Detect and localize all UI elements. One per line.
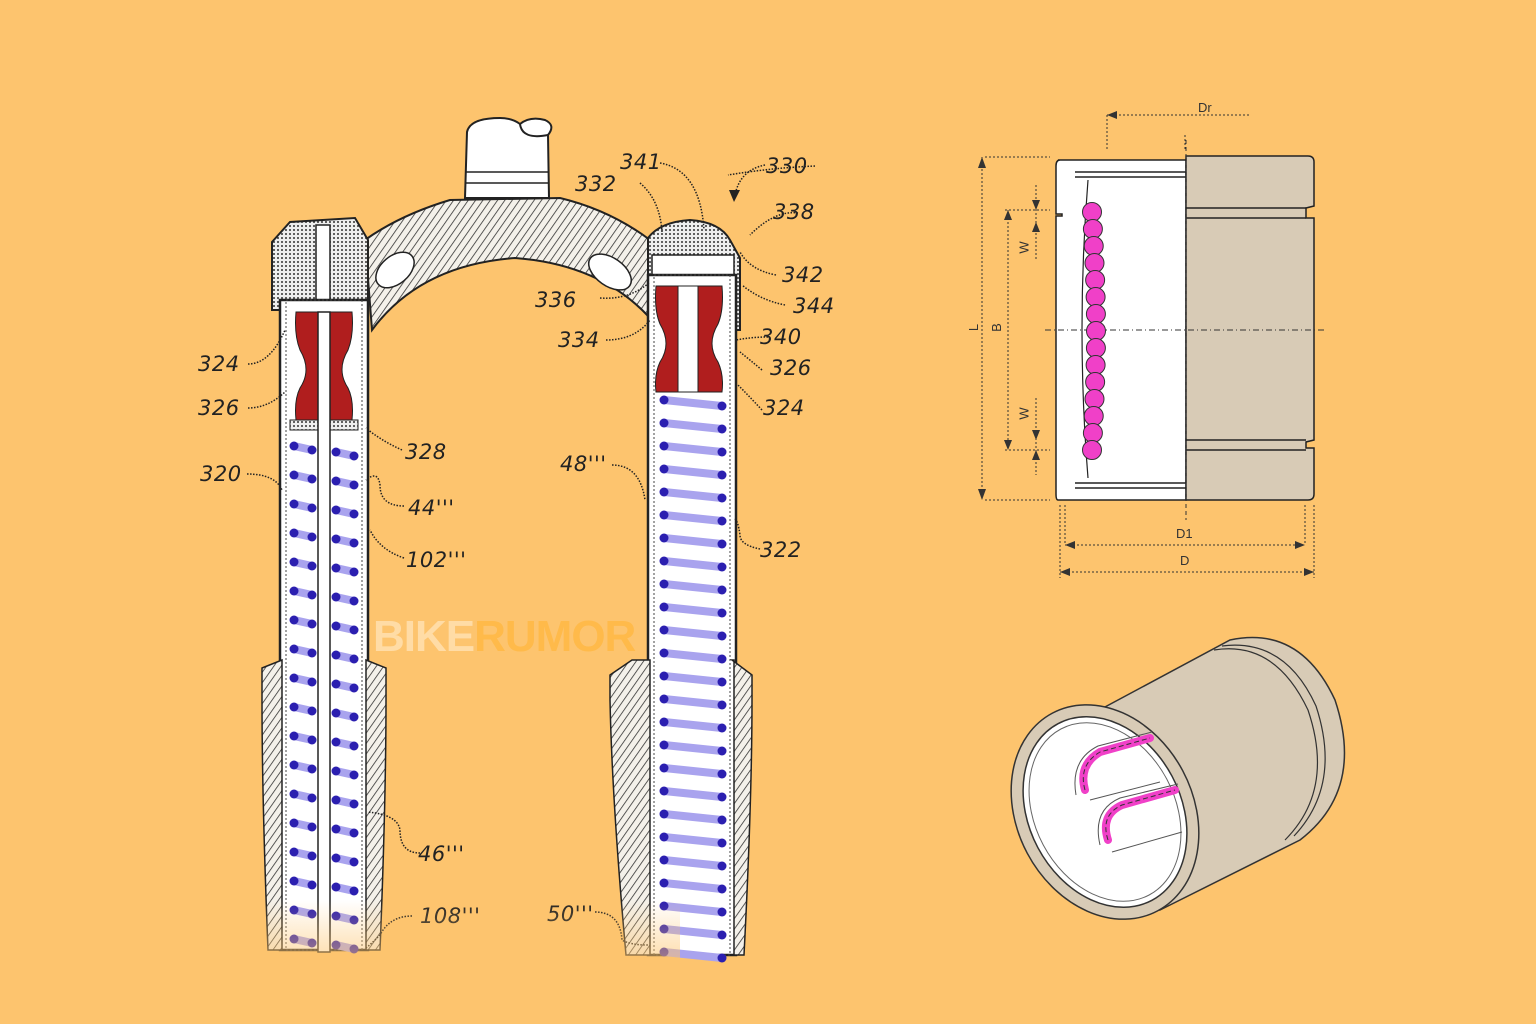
arrow-330: [734, 164, 766, 196]
right-fork-leg: [609, 218, 753, 957]
dim-label-w-bottom: W: [1016, 407, 1032, 420]
fork-crown: [363, 196, 662, 334]
watermark-rumor: RUMOR: [474, 612, 636, 661]
bearing-section-drawing: [978, 111, 1325, 578]
label-326-left: 326: [198, 396, 240, 420]
label-46: 46''': [418, 842, 465, 866]
label-328: 328: [405, 440, 447, 464]
label-326-right: 326: [770, 356, 812, 380]
label-44: 44''': [408, 496, 455, 520]
label-324-left: 324: [198, 352, 240, 376]
label-332: 332: [575, 172, 617, 196]
label-324-right: 324: [763, 396, 805, 420]
label-334: 334: [558, 328, 600, 352]
label-102: 102''': [406, 548, 467, 572]
label-320: 320: [200, 462, 242, 486]
label-342: 342: [782, 263, 824, 287]
left-fork-leg: [261, 216, 387, 953]
label-322: 322: [760, 538, 802, 562]
watermark: BIKERUMOR: [373, 612, 636, 662]
dim-label-w-top: W: [1016, 241, 1032, 254]
bearing-3d-view: [1010, 636, 1346, 920]
dim-label-d: D: [1180, 553, 1190, 568]
steerer-tube: [463, 116, 553, 199]
label-344: 344: [793, 294, 835, 318]
label-48: 48''': [560, 452, 607, 476]
watermark-bike: BIKE: [373, 612, 475, 661]
right-coil-spring: [659, 395, 727, 963]
label-341: 341: [620, 150, 662, 174]
dim-label-d1: D1: [1176, 526, 1193, 541]
bottom-fade: [230, 900, 680, 1024]
label-330: 330: [766, 154, 808, 178]
dim-label-dr: Dr: [1198, 100, 1212, 115]
dim-label-l: L: [966, 323, 982, 332]
dim-label-b: B: [988, 323, 1004, 332]
label-338: 338: [773, 200, 815, 224]
label-340: 340: [760, 325, 802, 349]
label-336: 336: [535, 288, 577, 312]
